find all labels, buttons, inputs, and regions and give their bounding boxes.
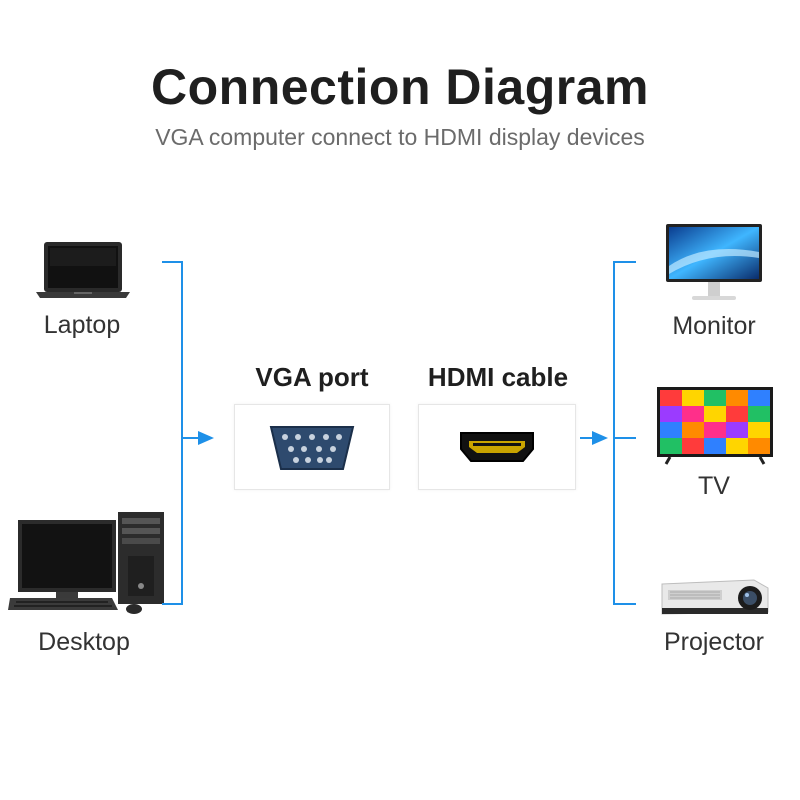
tv-icon — [657, 387, 773, 465]
display-label-monitor: Monitor — [672, 312, 756, 340]
desktop-computer-icon — [8, 512, 164, 614]
display-label-projector: Projector — [663, 628, 765, 656]
display-label-tv: TV — [698, 472, 730, 500]
laptop-icon — [36, 242, 130, 298]
diagram-title: Connection Diagram — [151, 59, 649, 115]
projector-icon — [661, 579, 769, 615]
vga-port-label: VGA port — [255, 362, 369, 392]
vga-port-icon — [269, 426, 355, 470]
hdmi-cable-label: HDMI cable — [427, 362, 569, 392]
source-label-laptop: Laptop — [43, 311, 121, 339]
source-label-desktop: Desktop — [38, 628, 130, 656]
hdmi-cable-box — [418, 404, 576, 490]
vga-port-box — [234, 404, 390, 490]
diagram-subtitle: VGA computer connect to HDMI display dev… — [155, 124, 645, 150]
monitor-icon — [666, 224, 762, 300]
hdmi-connector-icon — [460, 432, 534, 462]
